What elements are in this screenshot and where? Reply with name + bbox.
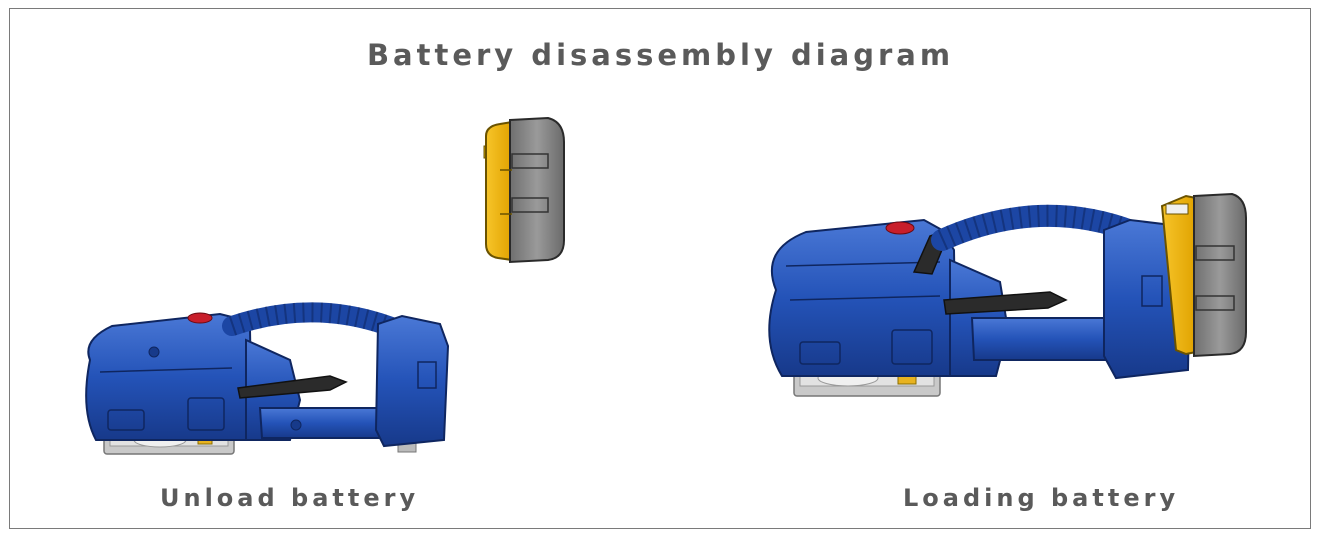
label-loading-battery: Loading battery — [903, 484, 1180, 512]
tool-red-button — [885, 221, 915, 235]
tool-red-button — [187, 312, 213, 324]
tool-body — [85, 312, 254, 441]
diagram-title: Battery disassembly diagram — [366, 38, 955, 72]
tool-lever — [237, 375, 348, 399]
tool-battery-housing — [374, 314, 450, 448]
battery-detached — [483, 116, 565, 264]
tool-lever — [943, 291, 1068, 315]
strapping-tool-loaded — [768, 192, 1247, 397]
battery-mounted — [1160, 192, 1247, 358]
strapping-tool-unloaded — [85, 302, 450, 455]
tool-body — [768, 218, 958, 377]
label-unload-battery: Unload battery — [160, 484, 420, 512]
